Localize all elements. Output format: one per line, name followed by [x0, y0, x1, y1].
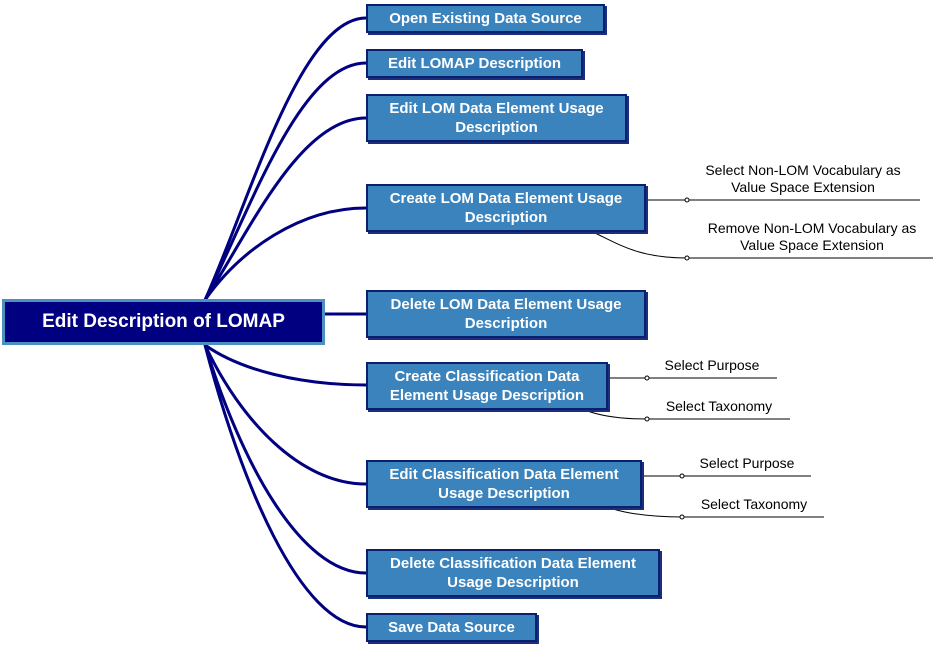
- root-node[interactable]: Edit Description of LOMAP: [2, 299, 325, 345]
- node-save-data-source[interactable]: Save Data Source: [366, 613, 537, 642]
- node-create-lom-usage[interactable]: Create LOM Data Element Usage Descriptio…: [366, 184, 646, 232]
- leaf-create-select-purpose[interactable]: Select Purpose: [664, 357, 760, 373]
- node-delete-lom-usage[interactable]: Delete LOM Data Element Usage Descriptio…: [366, 290, 646, 338]
- connector-create-class: [204, 343, 367, 387]
- leaf-edit-select-taxonomy[interactable]: Select Taxonomy: [700, 496, 808, 512]
- leaf-remove-non-lom-vocabulary[interactable]: Remove Non-LOM Vocabulary as Value Space…: [707, 220, 917, 253]
- leaf-dots: [644, 197, 690, 520]
- branch-connectors: [203, 16, 367, 629]
- node-create-classification-usage[interactable]: Create Classification Data Element Usage…: [366, 362, 608, 410]
- node-delete-classification-usage[interactable]: Delete Classification Data Element Usage…: [366, 549, 660, 597]
- connector-edit-lom: [203, 116, 367, 301]
- connector-open: [203, 16, 367, 301]
- connector-save: [203, 344, 367, 629]
- node-open-existing-data-source[interactable]: Open Existing Data Source: [366, 4, 605, 33]
- node-edit-lomap-description[interactable]: Edit LOMAP Description: [366, 49, 583, 78]
- node-edit-classification-usage[interactable]: Edit Classification Data Element Usage D…: [366, 460, 642, 508]
- leaf-select-non-lom-vocabulary[interactable]: Select Non-LOM Vocabulary as Value Space…: [705, 162, 901, 195]
- connector-create-lom: [203, 206, 367, 301]
- node-edit-lom-usage[interactable]: Edit LOM Data Element Usage Description: [366, 94, 627, 142]
- leaf-edit-select-purpose[interactable]: Select Purpose: [699, 455, 795, 471]
- leaf-create-select-taxonomy[interactable]: Select Taxonomy: [665, 398, 773, 414]
- connector-edit-class: [203, 344, 367, 486]
- connector-edit-lomap: [203, 61, 367, 301]
- connector-delete-class: [203, 344, 367, 575]
